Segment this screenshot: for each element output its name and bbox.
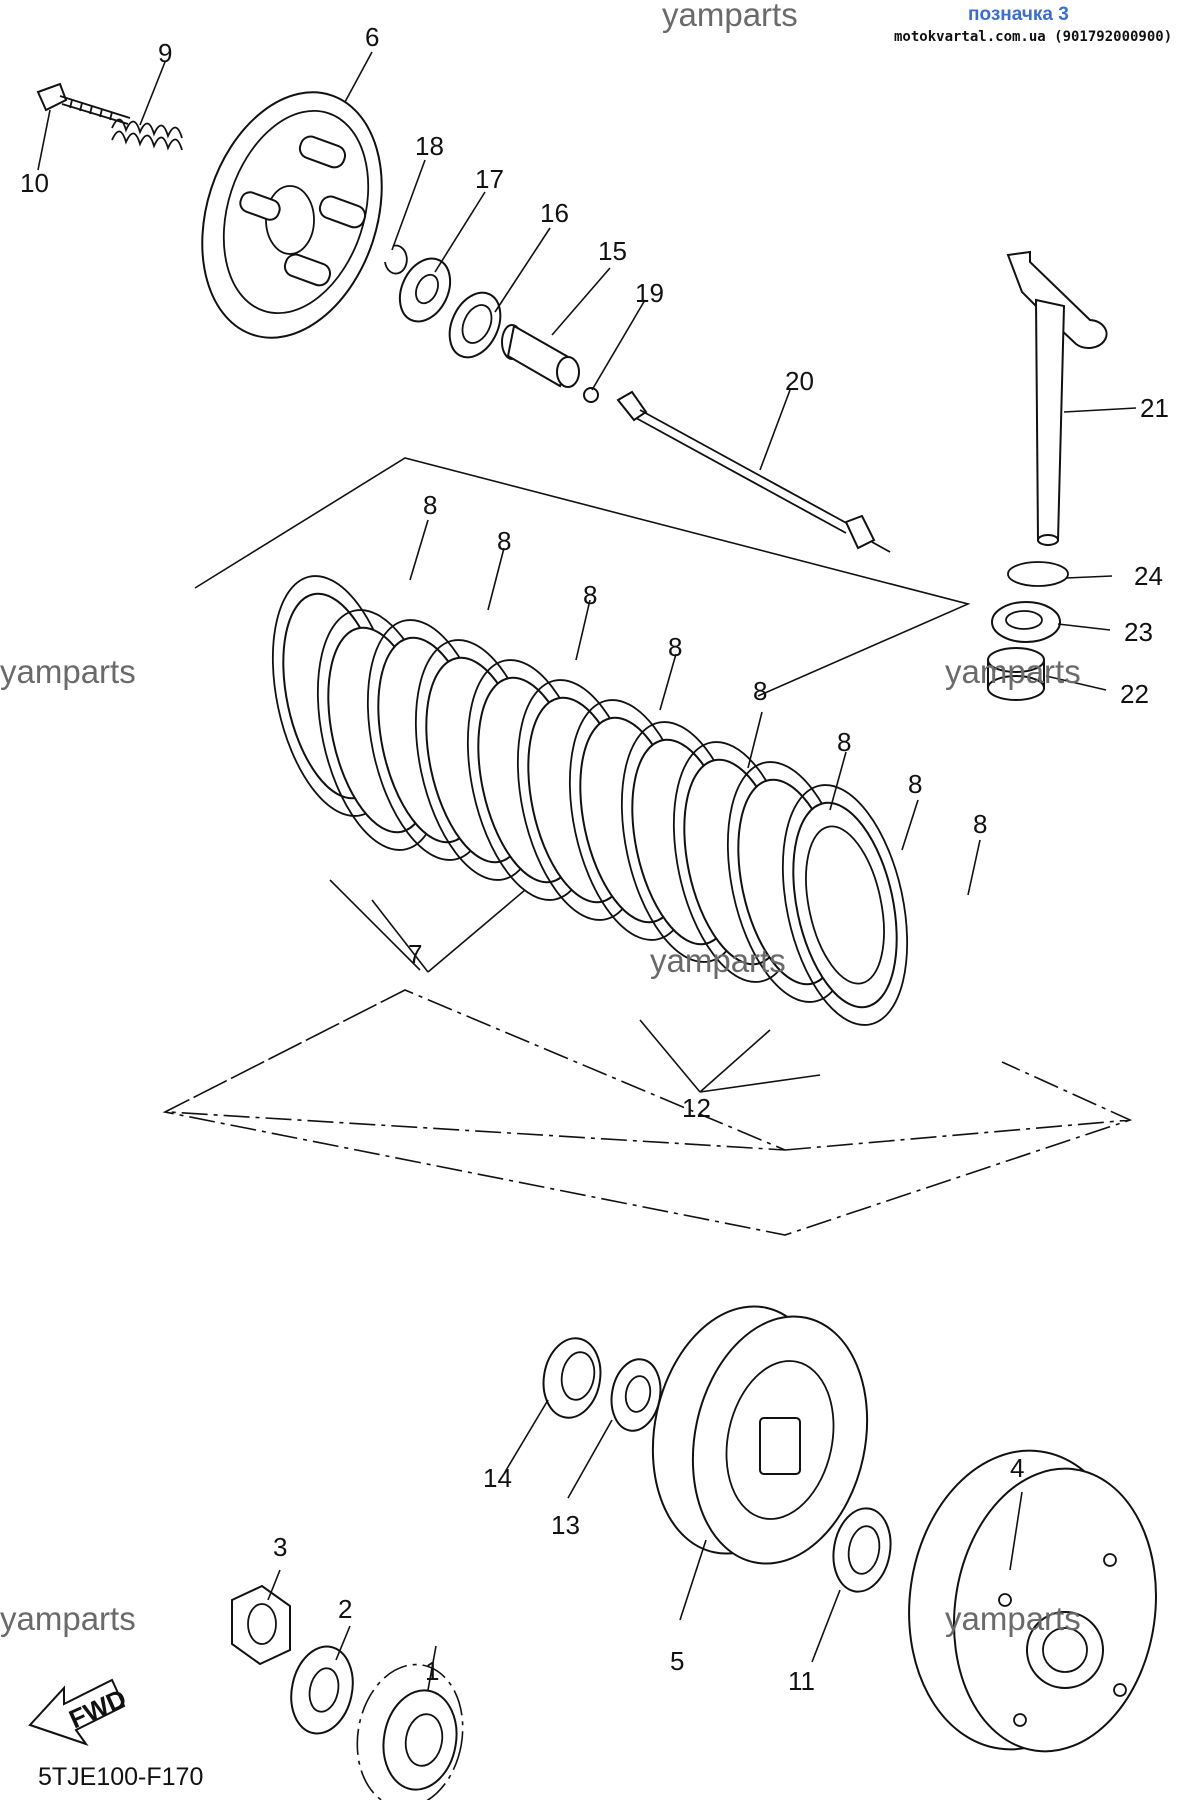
- thrust-bearing-part: [448, 291, 502, 359]
- callout-18: 18: [415, 131, 444, 161]
- callout-12: 12: [682, 1093, 711, 1123]
- callout-8g: 8: [908, 769, 922, 799]
- callout-17: 17: [475, 164, 504, 194]
- oil-seal-part: [991, 601, 1061, 643]
- callout-5: 5: [670, 1646, 684, 1676]
- pressure-plate-part: [201, 91, 383, 339]
- callout-8b: 8: [497, 526, 511, 556]
- callout-22: 22: [1120, 679, 1149, 709]
- bolt-part: [36, 82, 131, 125]
- callout-11: 11: [788, 1666, 815, 1696]
- page-label: позначка 3: [968, 4, 1069, 25]
- callout-24: 24: [1134, 561, 1163, 591]
- spring-part: [111, 118, 183, 151]
- plate-stack-top-outline: [194, 457, 971, 697]
- callout-2: 2: [338, 1594, 352, 1624]
- push-lever-shaft-part: [1006, 250, 1108, 546]
- washer-part: [398, 257, 452, 323]
- primary-drive-gear-part: [356, 1663, 464, 1800]
- clutch-housing-part: [908, 1449, 1157, 1753]
- callout-16: 16: [540, 198, 569, 228]
- circlip-24-part: [1007, 561, 1069, 587]
- watermark-left-upper: yamparts: [0, 653, 136, 690]
- callout-23: 23: [1124, 617, 1153, 647]
- circlip-part: [384, 244, 408, 275]
- callout-14: 14: [483, 1463, 512, 1493]
- watermark-right-upper: yamparts: [945, 653, 1081, 690]
- push-rod-2-part: [616, 390, 891, 553]
- diagram-code: 5TJE100-F170: [38, 1763, 203, 1791]
- callout-4: 4: [1010, 1453, 1024, 1483]
- site-reference: motokvartal.com.ua (901792000900): [894, 29, 1172, 45]
- callout-8e: 8: [753, 676, 767, 706]
- callout-3: 3: [273, 1532, 287, 1562]
- callout-8c: 8: [583, 580, 597, 610]
- callout-13: 13: [551, 1510, 580, 1540]
- callout-10: 10: [20, 168, 49, 198]
- plate-stack-part: [271, 575, 909, 1026]
- watermark-center: yamparts: [650, 942, 786, 979]
- callout-numbers: 1 2 3 4 5 6 7 8 8 8 8 8 8 8 8 9 10 11 12…: [20, 22, 1169, 1696]
- callout-8f: 8: [837, 727, 851, 757]
- callout-19: 19: [635, 278, 664, 308]
- leader-lines: [37, 51, 1137, 1691]
- callout-1: 1: [425, 1656, 439, 1686]
- push-rod-1-part: [501, 324, 580, 388]
- ball-part: [583, 387, 599, 403]
- callout-9: 9: [158, 38, 172, 68]
- callout-20: 20: [785, 366, 814, 396]
- lower-assembly-outline: [162, 989, 1133, 1236]
- callout-8d: 8: [668, 632, 682, 662]
- nut-part: [231, 1584, 291, 1666]
- thrust-washer-part: [832, 1507, 892, 1593]
- callout-8a: 8: [423, 490, 437, 520]
- clutch-boss-part: [651, 1305, 869, 1565]
- callout-6: 6: [365, 22, 379, 52]
- callout-7: 7: [408, 939, 422, 969]
- fwd-arrow-icon: FWD: [28, 1678, 131, 1746]
- callout-21: 21: [1140, 393, 1169, 423]
- needle-bearing-part: [987, 647, 1045, 701]
- callout-15: 15: [598, 236, 627, 266]
- callout-8h: 8: [973, 809, 987, 839]
- watermark-left-lower: yamparts: [0, 1600, 136, 1637]
- watermark-right-lower: yamparts: [945, 1600, 1081, 1637]
- header-watermark: yamparts: [662, 0, 798, 33]
- washer-2-part: [290, 1645, 354, 1735]
- collar-part: [542, 1337, 602, 1419]
